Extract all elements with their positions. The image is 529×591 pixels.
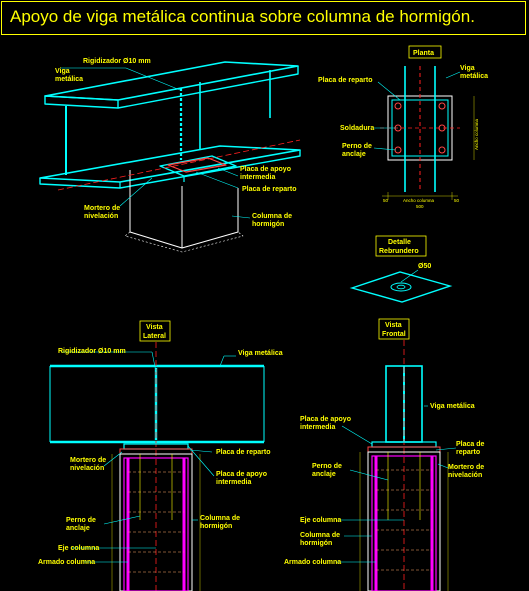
drawing-title: Apoyo de viga metálica continua sobre co… bbox=[10, 7, 475, 26]
lateral-placa-reparto-label: Placa de reparto bbox=[216, 449, 270, 456]
front-perno-label-2: anclaje bbox=[312, 471, 336, 478]
front-perno-label-1: Perno de bbox=[312, 463, 342, 470]
iso-bearing-plate bbox=[159, 155, 237, 177]
iso-placa-apoyo-label-2: intermedia bbox=[240, 174, 276, 181]
lateral-mortero-label-2: nivelación bbox=[70, 465, 104, 472]
front-columna-label-1: Columna de bbox=[300, 532, 340, 539]
lateral-perno-label-2: anclaje bbox=[66, 525, 90, 532]
plan-dim-500: 500 bbox=[416, 204, 424, 209]
plan-dim-50a: 50 bbox=[383, 198, 389, 203]
lateral-placa-apoyo-label-1: Placa de apoyo bbox=[216, 471, 267, 478]
lateral-rigidizador-label: Rigidizador Ø10 mm bbox=[58, 348, 126, 355]
iso-placa-apoyo-label-1: Placa de apoyo bbox=[240, 166, 291, 173]
lateral-viga-label: Viga metálica bbox=[238, 350, 283, 357]
plan-eje-label: Ancho columna bbox=[403, 198, 435, 203]
lateral-armado-label: Armado columna bbox=[38, 559, 95, 566]
plan-title: Planta bbox=[413, 50, 434, 57]
front-armado-label: Armado columna bbox=[284, 559, 341, 566]
front-column bbox=[367, 451, 441, 591]
front-columna-label-2: hormigón bbox=[300, 540, 332, 547]
front-title-2: Frontal bbox=[382, 331, 406, 338]
front-stirrups bbox=[376, 469, 432, 571]
title-frame: Apoyo de viga metálica continua sobre co… bbox=[1, 1, 526, 35]
detail-plate bbox=[349, 271, 453, 303]
front-eje-label: Eje columna bbox=[300, 517, 341, 524]
plan-viga-label-2: metálica bbox=[460, 73, 488, 80]
lateral-placa-apoyo-label-2: intermedia bbox=[216, 479, 252, 486]
lateral-columna-label-1: Columna de bbox=[200, 515, 240, 522]
detail-diam-label: Ø50 bbox=[418, 263, 431, 270]
lateral-title-1: Vista bbox=[146, 324, 163, 331]
front-placa-reparto-label-1: Placa de bbox=[456, 441, 485, 448]
lateral-stirrups bbox=[128, 471, 184, 573]
detail-hole bbox=[390, 282, 412, 292]
detail-view: Detalle Rebrundero Ø50 bbox=[349, 235, 453, 303]
front-placa-reparto-label-2: reparto bbox=[456, 449, 480, 456]
plan-viga-label-1: Viga bbox=[460, 65, 475, 72]
iso-mortero-label-1: Mortero de bbox=[84, 205, 120, 212]
plan-view: Planta Placa de reparto Viga metálica So… bbox=[318, 45, 488, 209]
plan-placa-reparto-label: Placa de reparto bbox=[318, 77, 372, 84]
iso-mortero-label-2: nivelación bbox=[84, 213, 118, 220]
front-view: Vista Frontal Placa de apoy bbox=[284, 318, 485, 591]
front-placa-apoyo-label-2: intermedia bbox=[300, 424, 336, 431]
plan-perno-label-2: anclaje bbox=[342, 151, 366, 158]
lateral-mortero-label-1: Mortero de bbox=[70, 457, 106, 464]
front-mortero-label-1: Mortero de bbox=[448, 464, 484, 471]
detail-title-1: Detalle bbox=[388, 239, 411, 246]
lateral-column bbox=[119, 453, 193, 591]
front-mortero-label-2: nivelación bbox=[448, 472, 482, 479]
lateral-perno-label-1: Perno de bbox=[66, 517, 96, 524]
iso-columna-label-1: Columna de bbox=[252, 213, 292, 220]
isometric-view: Rigidizador Ø10 mm Viga metálica Placa d… bbox=[39, 58, 301, 253]
plan-soldadura-label: Soldadura bbox=[340, 125, 374, 132]
lateral-columna-label-2: hormigón bbox=[200, 523, 232, 530]
plan-dim-side: Ancho columna bbox=[474, 118, 479, 150]
front-placa-apoyo-label-1: Placa de apoyo bbox=[300, 416, 351, 423]
plan-anchor-bolts bbox=[394, 102, 446, 154]
iso-top-flange-edge bbox=[44, 95, 119, 109]
front-viga-label: Viga metálica bbox=[430, 403, 475, 410]
plan-perno-label-1: Perno de bbox=[342, 143, 372, 150]
detail-title-2: Rebrundero bbox=[379, 248, 419, 255]
iso-columna-label-2: hormigón bbox=[252, 221, 284, 228]
front-title-1: Vista bbox=[385, 322, 402, 329]
lateral-view: Vista Lateral bbox=[38, 320, 283, 591]
plan-dim-50b: 50 bbox=[454, 198, 460, 203]
iso-placa-reparto-label: Placa de reparto bbox=[242, 186, 296, 193]
iso-rigidizador-label: Rigidizador Ø10 mm bbox=[83, 58, 151, 65]
iso-viga-label-1: Viga bbox=[55, 68, 70, 75]
lateral-title-2: Lateral bbox=[143, 333, 166, 340]
lateral-eje-label: Eje columna bbox=[58, 545, 99, 552]
iso-viga-label-2: metálica bbox=[55, 76, 83, 83]
